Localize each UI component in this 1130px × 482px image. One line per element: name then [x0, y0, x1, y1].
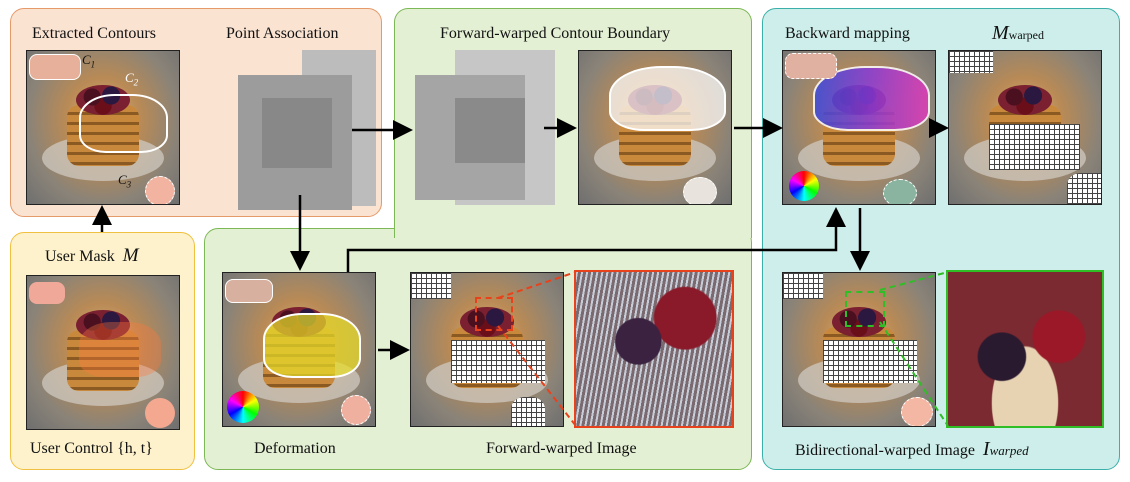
zoom-line-red-top: [497, 271, 577, 299]
bidirectional-text: Bidirectional-warped Image: [795, 442, 975, 459]
user-control-title: User Control {h, t}: [30, 440, 153, 457]
user-mask-title: User Mask M: [45, 245, 139, 267]
contour-label-c3: C3: [118, 172, 131, 190]
point-association-title: Point Association: [226, 25, 339, 42]
contour-label-c2: C2: [125, 70, 138, 88]
bidirectional-subscript: warped: [989, 443, 1029, 458]
bidirectional-zoom-box: [845, 291, 885, 327]
m-warped-title: Mwarped: [992, 22, 1044, 45]
backward-mapping-title: Backward mapping: [785, 25, 910, 42]
zoom-line-red-bottom: [497, 325, 577, 427]
bidirectional-zoom-image: [946, 270, 1104, 428]
forward-zoom-box: [475, 297, 513, 331]
forward-warped-image-title: Forward-warped Image: [486, 440, 637, 457]
user-mask-text: User Mask: [45, 248, 115, 265]
point-association-layer-front: [262, 98, 332, 168]
c3-symbol: C: [118, 172, 127, 187]
contour-label-c1: C1: [82, 52, 95, 70]
c1-subscript: 1: [90, 59, 96, 70]
user-mask-image: [26, 275, 180, 430]
c3-subscript: 3: [126, 179, 132, 190]
bidirectional-image: [782, 272, 936, 427]
bidirectional-symbol: I: [982, 438, 990, 460]
bidirectional-title: Bidirectional-warped Image Iwarped: [795, 438, 1029, 461]
c2-symbol: C: [125, 70, 134, 85]
forward-warped-boundary-image: [578, 50, 732, 205]
deformation-image: [222, 272, 376, 427]
extracted-contours-image: [26, 50, 180, 205]
c1-symbol: C: [82, 52, 91, 67]
forward-warped-boundary-title: Forward-warped Contour Boundary: [440, 25, 671, 42]
zoom-line-green-top: [879, 271, 949, 291]
c2-subscript: 2: [133, 77, 139, 88]
zoom-line-green-bottom: [879, 321, 949, 427]
extracted-contours-title: Extracted Contours: [32, 25, 156, 42]
connector-deformation-to-backward: [346, 207, 846, 272]
forward-warped-image: [410, 272, 564, 427]
forward-layer-front: [455, 98, 525, 163]
color-wheel-icon: [789, 171, 819, 201]
backward-mapping-image: [782, 50, 936, 205]
panel-joint: [395, 225, 751, 231]
user-mask-symbol: M: [122, 245, 139, 266]
deformation-title: Deformation: [254, 440, 336, 457]
m-warped-image: [948, 50, 1102, 205]
forward-zoom-image: [574, 270, 734, 428]
deformation-color-wheel-icon: [227, 391, 259, 423]
m-symbol: M: [992, 22, 1009, 44]
m-subscript: warped: [1008, 28, 1044, 42]
